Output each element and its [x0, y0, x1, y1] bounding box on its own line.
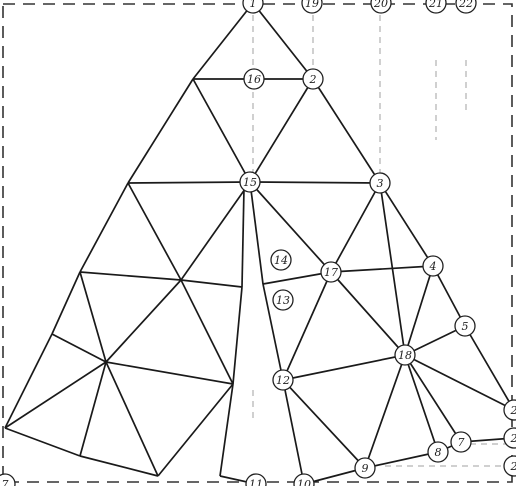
edge [313, 79, 380, 183]
node-label: 11 [249, 478, 263, 486]
edge [5, 334, 52, 428]
node-n4: 4 [423, 256, 443, 276]
edge [128, 183, 181, 280]
edge [181, 280, 233, 384]
node-label: 1 [250, 0, 257, 10]
edge [250, 79, 313, 182]
node-label: 7 [2, 478, 9, 486]
node-n2r: 2 [504, 400, 516, 420]
node-n14: 14 [271, 250, 291, 270]
node-label: 2 [510, 404, 516, 417]
edge [80, 272, 181, 280]
edge [380, 183, 433, 266]
node-label: 22 [458, 0, 473, 10]
edge [181, 280, 242, 287]
edge [52, 272, 80, 334]
node-n13: 13 [273, 290, 293, 310]
edge [80, 456, 158, 476]
node-n8: 8 [428, 442, 448, 462]
node-n2s: 2 [504, 428, 516, 448]
node-label: 20 [373, 0, 388, 10]
node-n2: 2 [303, 69, 323, 89]
node-label: 15 [243, 176, 257, 189]
node-label: 8 [435, 446, 442, 459]
node-label: 16 [247, 73, 261, 86]
edge [193, 3, 253, 79]
edge [331, 266, 433, 272]
edge [405, 266, 433, 355]
node-n7b: 7 [0, 474, 15, 486]
node-label: 17 [324, 266, 338, 279]
node-n16: 16 [244, 69, 264, 89]
node-label: 2 [510, 460, 516, 473]
node-label: 2 [309, 73, 317, 86]
node-label: 18 [398, 349, 412, 362]
node-label: 3 [377, 177, 384, 190]
edge [283, 380, 365, 468]
edge [233, 287, 242, 384]
node-n15: 15 [240, 172, 260, 192]
edge [365, 355, 405, 468]
node-label: 13 [276, 294, 290, 307]
node-n18: 18 [395, 345, 415, 365]
edge [283, 355, 405, 380]
node-label: 9 [362, 462, 369, 475]
node-label: 10 [297, 478, 311, 486]
node-n22: 22 [456, 0, 476, 13]
node-label: 4 [429, 260, 437, 273]
node-label: 7 [458, 436, 465, 449]
node-n5: 5 [455, 316, 475, 336]
edge [181, 182, 250, 280]
node-label: 5 [462, 320, 469, 333]
edge [193, 79, 250, 182]
edge [106, 280, 181, 362]
edge [128, 182, 250, 183]
node-n10: 10 [294, 474, 314, 486]
node-n20: 20 [371, 0, 391, 13]
edge [253, 3, 313, 79]
edge [405, 355, 461, 442]
edge [52, 334, 106, 362]
edge [5, 428, 80, 456]
node-n19: 19 [302, 0, 322, 13]
node-label: 14 [274, 254, 288, 267]
edge [250, 182, 263, 284]
edge [283, 380, 304, 484]
node-n11: 11 [246, 474, 266, 486]
node-n3: 3 [370, 173, 390, 193]
edge [80, 183, 128, 272]
node-n12: 12 [273, 370, 293, 390]
node-n2t: 2 [504, 456, 516, 476]
node-label: 21 [428, 0, 443, 10]
node-n7a: 7 [451, 432, 471, 452]
node-label: 12 [276, 374, 290, 387]
edge [250, 182, 380, 183]
node-label: 2 [510, 432, 516, 445]
node-n17: 17 [321, 262, 341, 282]
edge [106, 362, 158, 476]
edge [283, 272, 331, 380]
guide-lines [253, 4, 512, 466]
node-n9: 9 [355, 458, 375, 478]
edge [80, 272, 106, 362]
edge [106, 362, 233, 384]
edge [242, 188, 244, 287]
node-label: 19 [305, 0, 319, 10]
edge [128, 79, 193, 183]
node-n21: 21 [426, 0, 446, 13]
edge [331, 183, 380, 272]
